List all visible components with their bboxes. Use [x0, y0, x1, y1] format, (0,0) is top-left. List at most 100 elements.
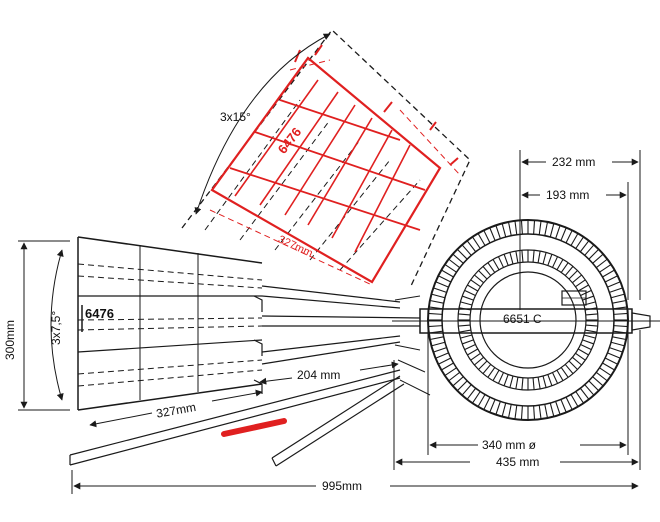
ring-tick: [489, 399, 496, 413]
top-sector: [181, 29, 471, 289]
ring-tick: [544, 404, 549, 419]
ring-tick: [599, 367, 612, 377]
ring-tick: [521, 250, 524, 263]
ring-tick: [560, 227, 567, 241]
ring-tick: [572, 274, 582, 284]
ring-tick: [452, 376, 464, 387]
ring-tick: [575, 279, 586, 288]
dim-204-label: 204 mm: [297, 368, 340, 382]
ring-tick: [471, 236, 481, 249]
ring-tick: [507, 404, 512, 419]
ring-tick: [533, 220, 536, 235]
ring-tick: [487, 262, 496, 273]
ring-tick: [537, 377, 541, 390]
ring-tick: [584, 384, 595, 396]
ring-tick: [613, 325, 628, 328]
ring-tick: [428, 325, 443, 328]
ring-tick: [435, 281, 449, 288]
ring-tick: [435, 352, 449, 359]
ring-tick: [609, 287, 623, 293]
ring-tick: [495, 225, 501, 239]
ring-tick: [602, 362, 615, 371]
ring-tick: [538, 220, 542, 235]
ring-tick: [556, 259, 564, 271]
ring-tick: [501, 223, 507, 238]
dim-435-label: 435 mm: [496, 455, 539, 469]
ring-tick: [495, 401, 501, 415]
ring-tick: [542, 375, 547, 388]
ring-tick: [509, 252, 514, 265]
ring-tick: [585, 329, 598, 333]
ring-tick: [547, 374, 553, 386]
ring-tick: [448, 371, 461, 382]
ring-tick: [474, 274, 484, 284]
top-sector-red-overlay: 6476 327mm: [209, 44, 461, 286]
ring-tick: [607, 352, 621, 359]
ring-tick: [575, 236, 585, 249]
ring-tick: [433, 287, 447, 293]
ring-tick: [568, 360, 578, 370]
ring-tick: [458, 329, 471, 333]
ring-tick: [552, 256, 559, 268]
ring-tick: [477, 394, 486, 407]
ring-tick: [592, 376, 604, 387]
ring-tick: [429, 299, 444, 304]
ring-tick: [466, 387, 477, 400]
ring-tick: [462, 295, 474, 301]
ring-tick: [612, 336, 627, 341]
ring-tick: [448, 258, 461, 269]
ring-tick: [433, 347, 447, 353]
ring-tick: [438, 357, 452, 365]
ring-tick: [497, 256, 504, 268]
ring-tick: [501, 402, 507, 417]
ring-tick: [482, 266, 492, 276]
ring-tick: [588, 380, 600, 392]
ring-tick: [458, 324, 471, 327]
ring-tick: [520, 220, 523, 235]
ring-tick: [483, 230, 491, 244]
ring-tick: [579, 387, 590, 400]
angle-left-label: 3x7,5°: [49, 311, 63, 345]
ring-tick: [595, 258, 608, 269]
ring-tick: [441, 269, 454, 278]
ring-tick: [584, 244, 595, 256]
ring-tick: [460, 334, 473, 339]
ring-tick: [565, 396, 573, 410]
ring-tick: [520, 405, 523, 420]
ring-tick: [565, 230, 573, 244]
ring-tick: [613, 312, 628, 315]
left-part-label: 6476: [85, 306, 114, 321]
ring-tick: [461, 384, 472, 396]
ring-tick: [544, 221, 549, 236]
ring-tick: [575, 352, 586, 361]
ring-tick: [607, 281, 621, 288]
ring-tick: [514, 220, 518, 235]
ring-tick: [444, 367, 457, 377]
ring-tick: [572, 356, 582, 366]
ring-tick: [533, 405, 536, 420]
ring-tick: [582, 339, 594, 345]
ring-tick: [515, 250, 519, 263]
angle-top-label: 3x15°: [220, 110, 251, 124]
ring-tick: [471, 391, 481, 404]
ring-tick: [549, 402, 555, 417]
ring-tick: [560, 367, 569, 378]
ring-tick: [560, 399, 567, 413]
ring-tick: [514, 405, 518, 420]
ring-tick: [604, 357, 618, 365]
ring-tick: [444, 263, 457, 273]
ring-tick: [592, 253, 604, 264]
rails: [69, 285, 431, 467]
outer-ring-ticks: [428, 220, 628, 420]
ring-tick: [428, 312, 443, 315]
ring-tick: [461, 244, 472, 256]
ring-tick: [509, 375, 514, 388]
ring-tick: [564, 364, 574, 374]
ring-tick: [583, 334, 596, 339]
ring-tick: [456, 380, 468, 392]
ring-tick: [438, 275, 452, 283]
ring-tick: [497, 372, 504, 384]
ring-tick: [467, 348, 479, 356]
ring-tick: [431, 341, 446, 347]
ring-tick: [532, 250, 535, 263]
